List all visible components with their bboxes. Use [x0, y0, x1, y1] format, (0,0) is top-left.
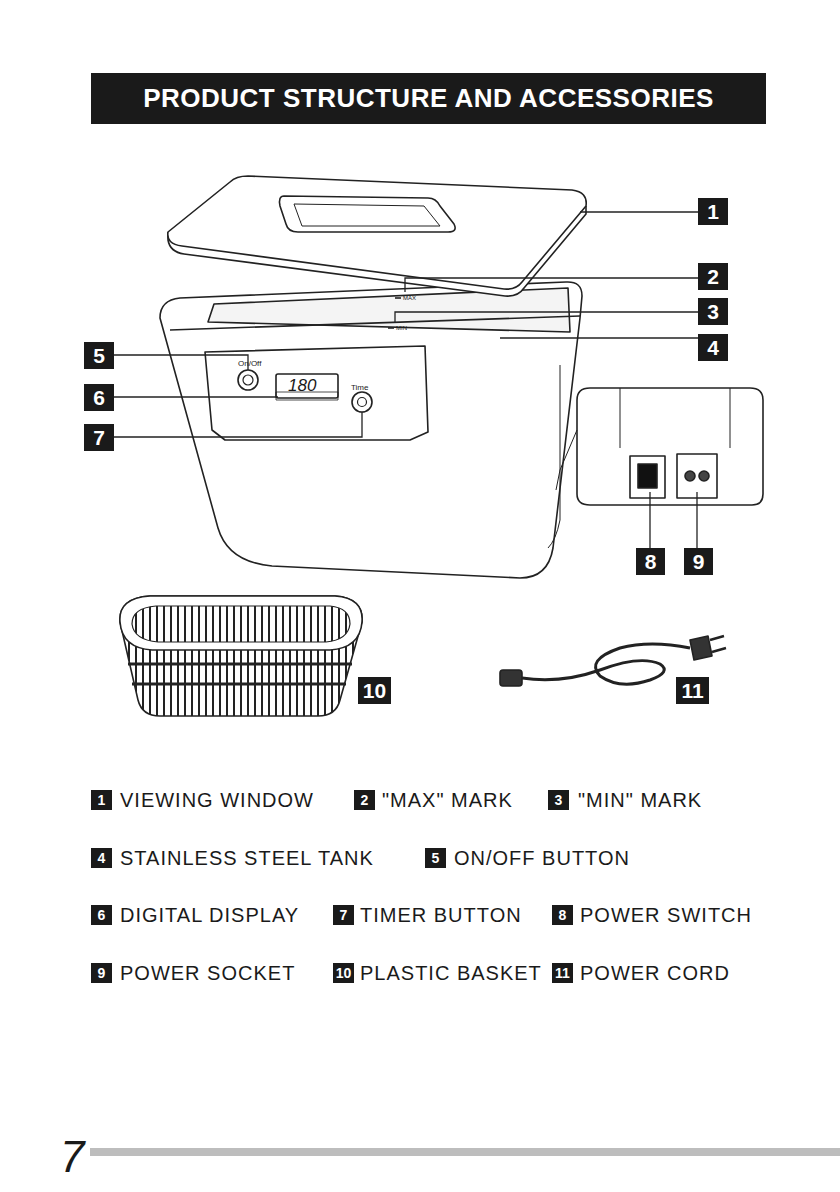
leader-lines: [114, 212, 698, 548]
callout-number: 6: [84, 384, 114, 411]
callout-number: 3: [698, 298, 728, 325]
list-number: 5: [425, 848, 446, 868]
plug-pins: [710, 636, 726, 652]
list-number: 3: [548, 790, 569, 810]
callout-number: 4: [698, 334, 728, 361]
part-name: POWER SOCKET: [120, 962, 295, 984]
timer-icon: [358, 398, 367, 407]
part-name: POWER CORD: [580, 962, 730, 984]
lid-top: [168, 176, 586, 289]
callout-number: 8: [636, 548, 665, 575]
part-name: VIEWING WINDOW: [120, 789, 314, 811]
rim-line: [170, 316, 580, 330]
display-reading: 180: [288, 377, 316, 395]
part-name: STAINLESS STEEL TANK: [120, 847, 374, 869]
leader-line: [580, 211, 698, 212]
socket-pin: [699, 471, 709, 481]
min-mark: [388, 327, 394, 329]
callout-number: 5: [84, 342, 114, 369]
power-switch: [638, 464, 657, 488]
page-number: 7: [60, 1134, 84, 1180]
callout-number: 7: [84, 424, 114, 451]
power-icon: [243, 375, 253, 385]
cord-connector: [500, 670, 522, 686]
footer-bar: [90, 1148, 840, 1156]
basket-inner: [132, 606, 350, 642]
socket-pin: [685, 471, 695, 481]
leader-line: [500, 337, 698, 338]
plastic-basket: [120, 596, 362, 716]
inset-line: [620, 388, 621, 448]
leader-line: [395, 312, 698, 322]
page-title: PRODUCT STRUCTURE AND ACCESSORIES: [91, 73, 766, 124]
callout-number: 2: [698, 263, 728, 290]
lid-handle: [280, 196, 456, 232]
side-handle: [548, 365, 560, 548]
part-name: "MAX" MARK: [382, 789, 513, 811]
part-name: ON/OFF BUTTON: [454, 847, 630, 869]
list-number: 4: [91, 848, 112, 868]
list-number: 2: [354, 790, 375, 810]
leader-line: [114, 396, 278, 397]
part-name: "MIN" MARK: [578, 789, 702, 811]
callout-number: 10: [358, 677, 391, 704]
switch-frame: [630, 456, 665, 498]
max-mark: [395, 297, 401, 299]
part-name: DIGITAL DISPLAY: [120, 904, 299, 926]
mark-text: MIN: [396, 325, 407, 332]
part-name: TIMER BUTTON: [360, 904, 522, 926]
leader-line: [114, 355, 248, 370]
timer-button: [352, 392, 372, 412]
button-label: Time: [351, 383, 368, 392]
control-panel: [205, 346, 428, 440]
rear-inset: [577, 388, 763, 505]
mark-text: MAX: [403, 295, 416, 302]
leader-line: [649, 492, 650, 548]
leader-line: [696, 492, 697, 548]
list-number: 7: [333, 905, 354, 925]
plug: [690, 636, 712, 660]
list-number: 8: [552, 905, 573, 925]
basket-rim: [120, 596, 362, 650]
device-body: [160, 282, 582, 578]
list-number: 11: [552, 963, 573, 983]
leader-line: [114, 412, 362, 437]
leader-line: [405, 278, 698, 292]
inset-line: [730, 388, 731, 448]
part-name: POWER SWITCH: [580, 904, 752, 926]
callout-number: 9: [684, 548, 713, 575]
button-label: On/Off: [238, 359, 261, 368]
list-number: 9: [91, 963, 112, 983]
lid-handle-inner: [294, 204, 440, 226]
basket-band: [128, 664, 352, 684]
list-number: 6: [91, 905, 112, 925]
callout-number: 11: [676, 677, 709, 704]
socket-frame: [677, 454, 717, 498]
list-number: 10: [333, 963, 354, 983]
callout-number: 1: [698, 198, 728, 225]
power-cord: [522, 644, 690, 684]
list-number: 1: [91, 790, 112, 810]
part-name: PLASTIC BASKET: [360, 962, 542, 984]
onoff-button: [238, 370, 258, 390]
display-window: [276, 374, 338, 398]
inset-pointer: [556, 430, 577, 490]
